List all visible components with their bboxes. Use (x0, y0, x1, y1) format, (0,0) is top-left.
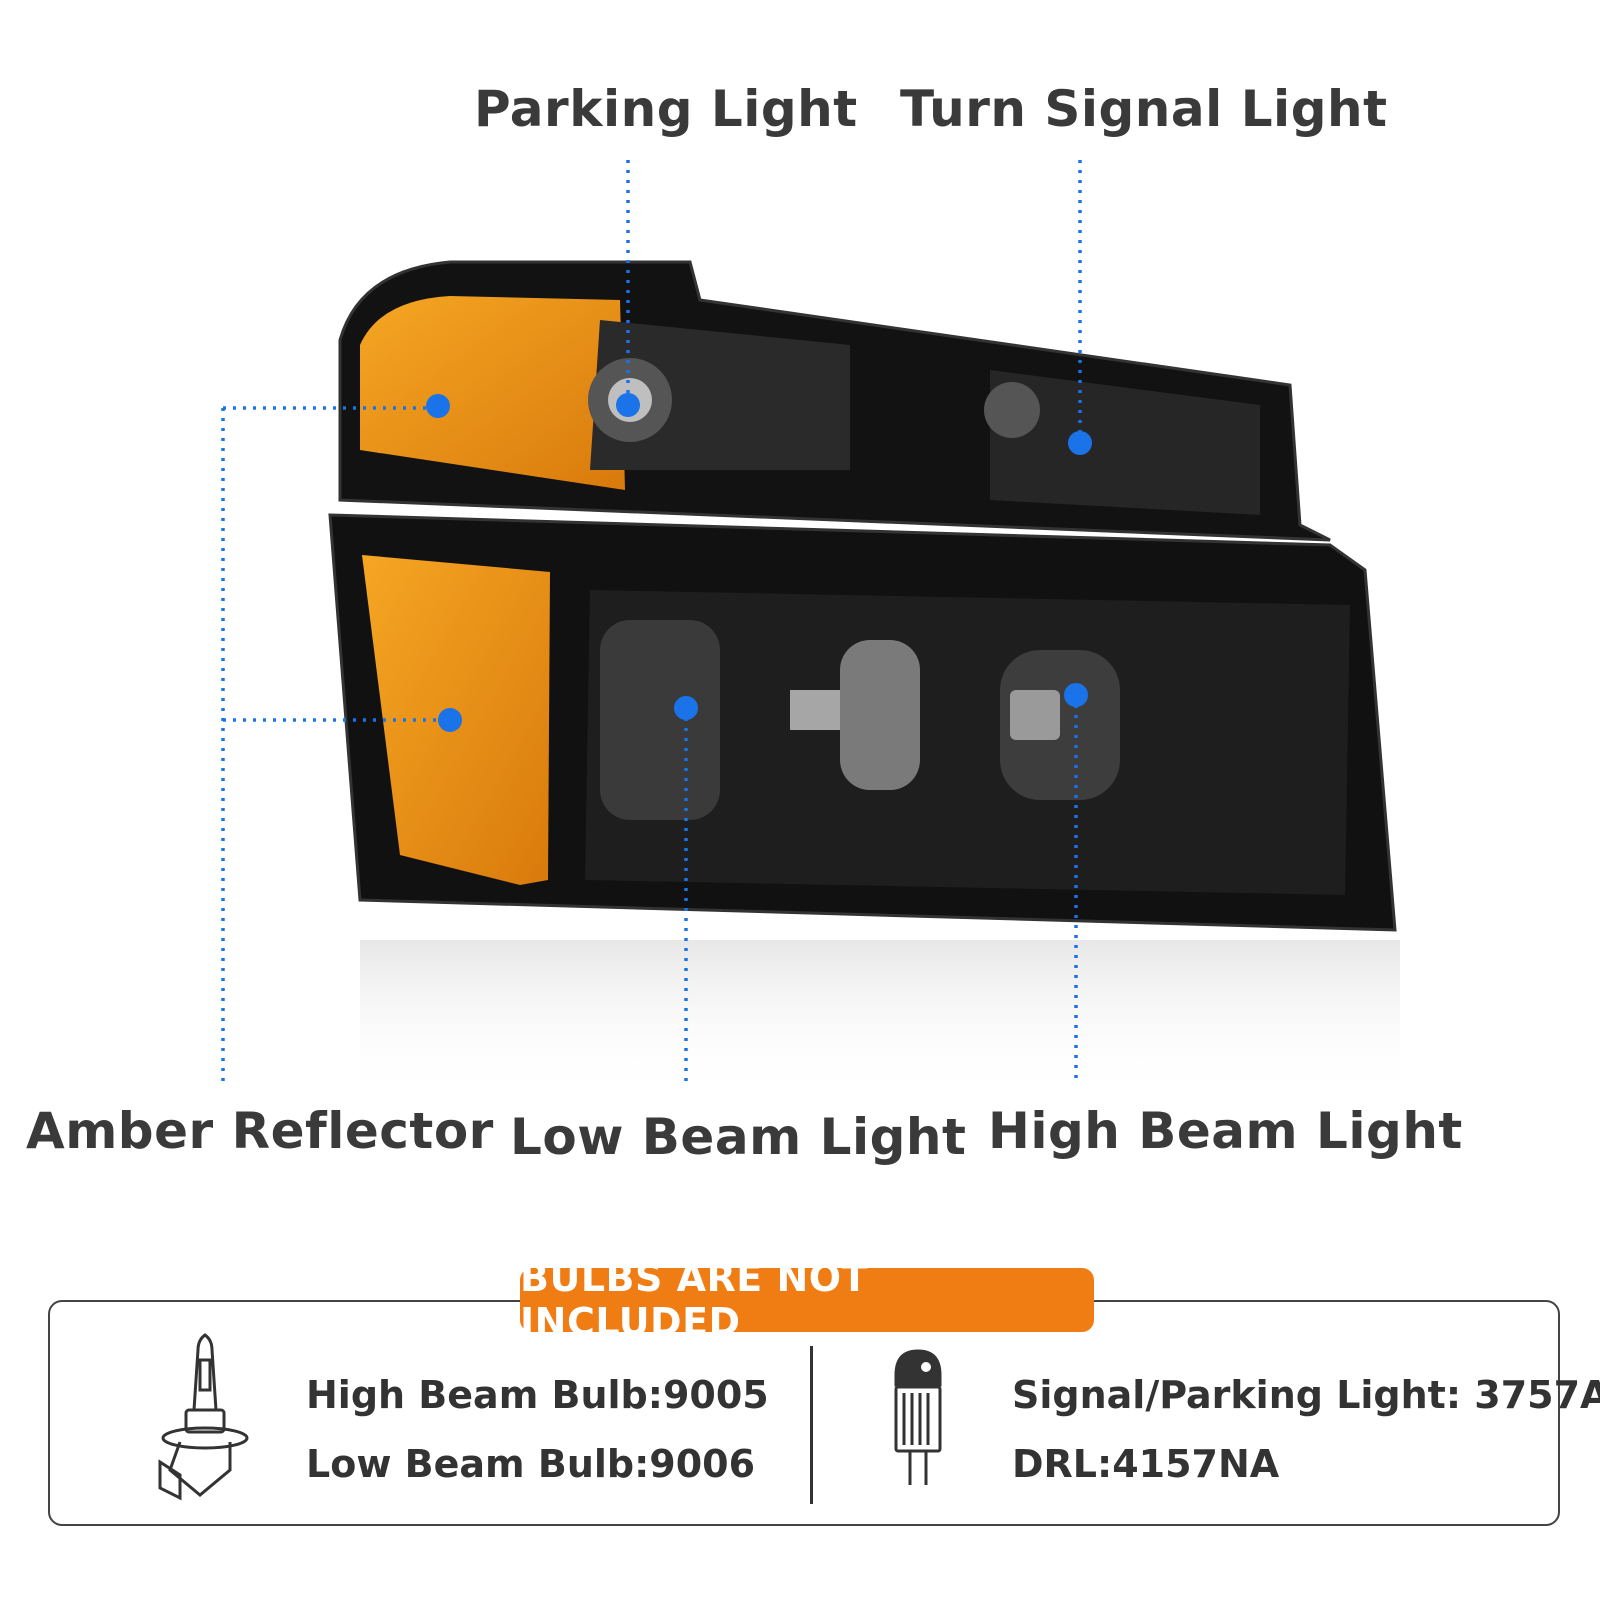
amber-reflector-dot-upper (426, 394, 450, 418)
high-beam-light-label: High Beam Light (988, 1102, 1463, 1160)
high-beam-bulb-spec: High Beam Bulb:9005 (306, 1373, 769, 1417)
parking-light-label: Parking Light (474, 80, 858, 138)
high-beam-dot (1064, 683, 1088, 707)
turn-signal-light-label: Turn Signal Light (900, 80, 1388, 138)
amber-reflector-dot-lower (438, 708, 462, 732)
amber-reflector-label: Amber Reflector (26, 1102, 494, 1160)
info-divider (810, 1346, 813, 1504)
parking-light-dot (616, 393, 640, 417)
signal-parking-spec: Signal/Parking Light: 3757A (1012, 1373, 1600, 1417)
wedge-bulb-icon (894, 1349, 942, 1485)
halogen-bulb-icon (158, 1333, 249, 1501)
turn-signal-dot (1068, 431, 1092, 455)
low-beam-bulb-spec: Low Beam Bulb:9006 (306, 1442, 756, 1486)
low-beam-dot (674, 696, 698, 720)
lower-lamp-housing (328, 513, 1397, 932)
bulbs-not-included-badge: BULBS ARE NOT INCLUDED (520, 1256, 1094, 1344)
drl-spec: DRL:4157NA (1012, 1442, 1280, 1486)
low-beam-light-label: Low Beam Light (510, 1108, 967, 1166)
upper-lamp-housing (338, 260, 1331, 542)
callout-lines (221, 160, 1082, 1082)
